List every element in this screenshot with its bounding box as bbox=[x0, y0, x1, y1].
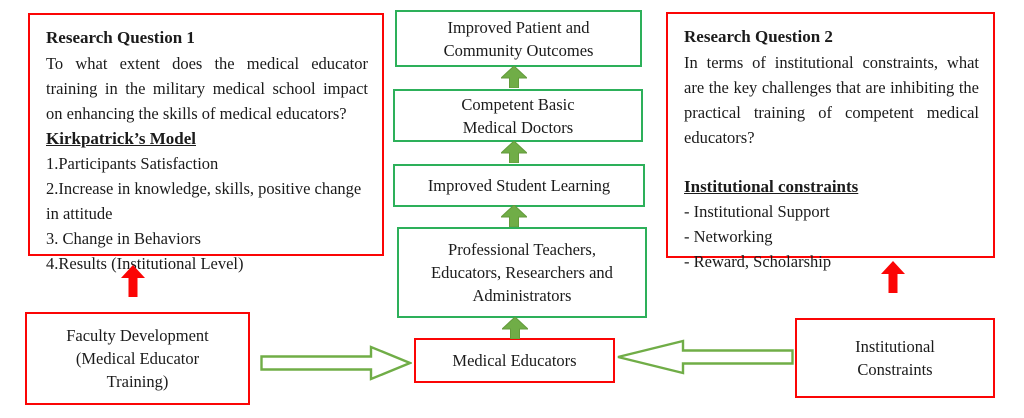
rq1-question: To what extent does the medical educator… bbox=[46, 54, 368, 123]
red-up-arrow-icon bbox=[121, 265, 145, 297]
constraint-item: - Networking bbox=[684, 227, 773, 246]
research-question-1-box: Research Question 1 To what extent does … bbox=[28, 13, 384, 273]
improved-student-learning-box: Improved Student Learning bbox=[393, 164, 645, 207]
green-up-arrow-icon bbox=[499, 140, 529, 164]
rq1-title: Research Question 1 bbox=[46, 28, 195, 47]
kirkpatrick-item: 2.Increase in knowledge, skills, positiv… bbox=[46, 179, 362, 223]
faculty-development-box: Faculty Development (Medical Educator Tr… bbox=[25, 312, 250, 405]
red-up-arrow-icon bbox=[881, 261, 905, 293]
rq2-question: In terms of institutional constraints, w… bbox=[684, 53, 979, 147]
kirkpatrick-item: 3. Change in Behaviors bbox=[46, 229, 201, 248]
green-right-block-arrow-icon bbox=[260, 345, 414, 381]
improved-patient-community-outcomes-box: Improved Patient and Community Outcomes bbox=[395, 10, 642, 67]
institutional-constraints-heading: Institutional constraints bbox=[684, 177, 859, 196]
green-up-arrow-icon bbox=[499, 204, 529, 228]
institutional-constraints-box: Institutional Constraints bbox=[795, 318, 995, 398]
rq2-title: Research Question 2 bbox=[684, 27, 833, 46]
kirkpatrick-item: 1.Participants Satisfaction bbox=[46, 154, 219, 173]
kirkpatricks-model-heading: Kirkpatrick’s Model bbox=[46, 129, 196, 148]
research-question-2-box: Research Question 2 In terms of institut… bbox=[666, 12, 995, 271]
constraint-item: - Institutional Support bbox=[684, 202, 830, 221]
green-left-block-arrow-icon bbox=[616, 339, 794, 375]
kirkpatrick-item: 4.Results (Institutional Level) bbox=[46, 254, 244, 273]
green-up-arrow-icon bbox=[499, 65, 529, 89]
professional-teachers-box: Professional Teachers, Educators, Resear… bbox=[397, 227, 647, 318]
competent-basic-medical-doctors-box: Competent Basic Medical Doctors bbox=[393, 89, 643, 142]
green-up-arrow-icon bbox=[500, 316, 530, 340]
constraint-item: - Reward, Scholarship bbox=[684, 252, 832, 271]
medical-educators-box: Medical Educators bbox=[414, 338, 615, 383]
